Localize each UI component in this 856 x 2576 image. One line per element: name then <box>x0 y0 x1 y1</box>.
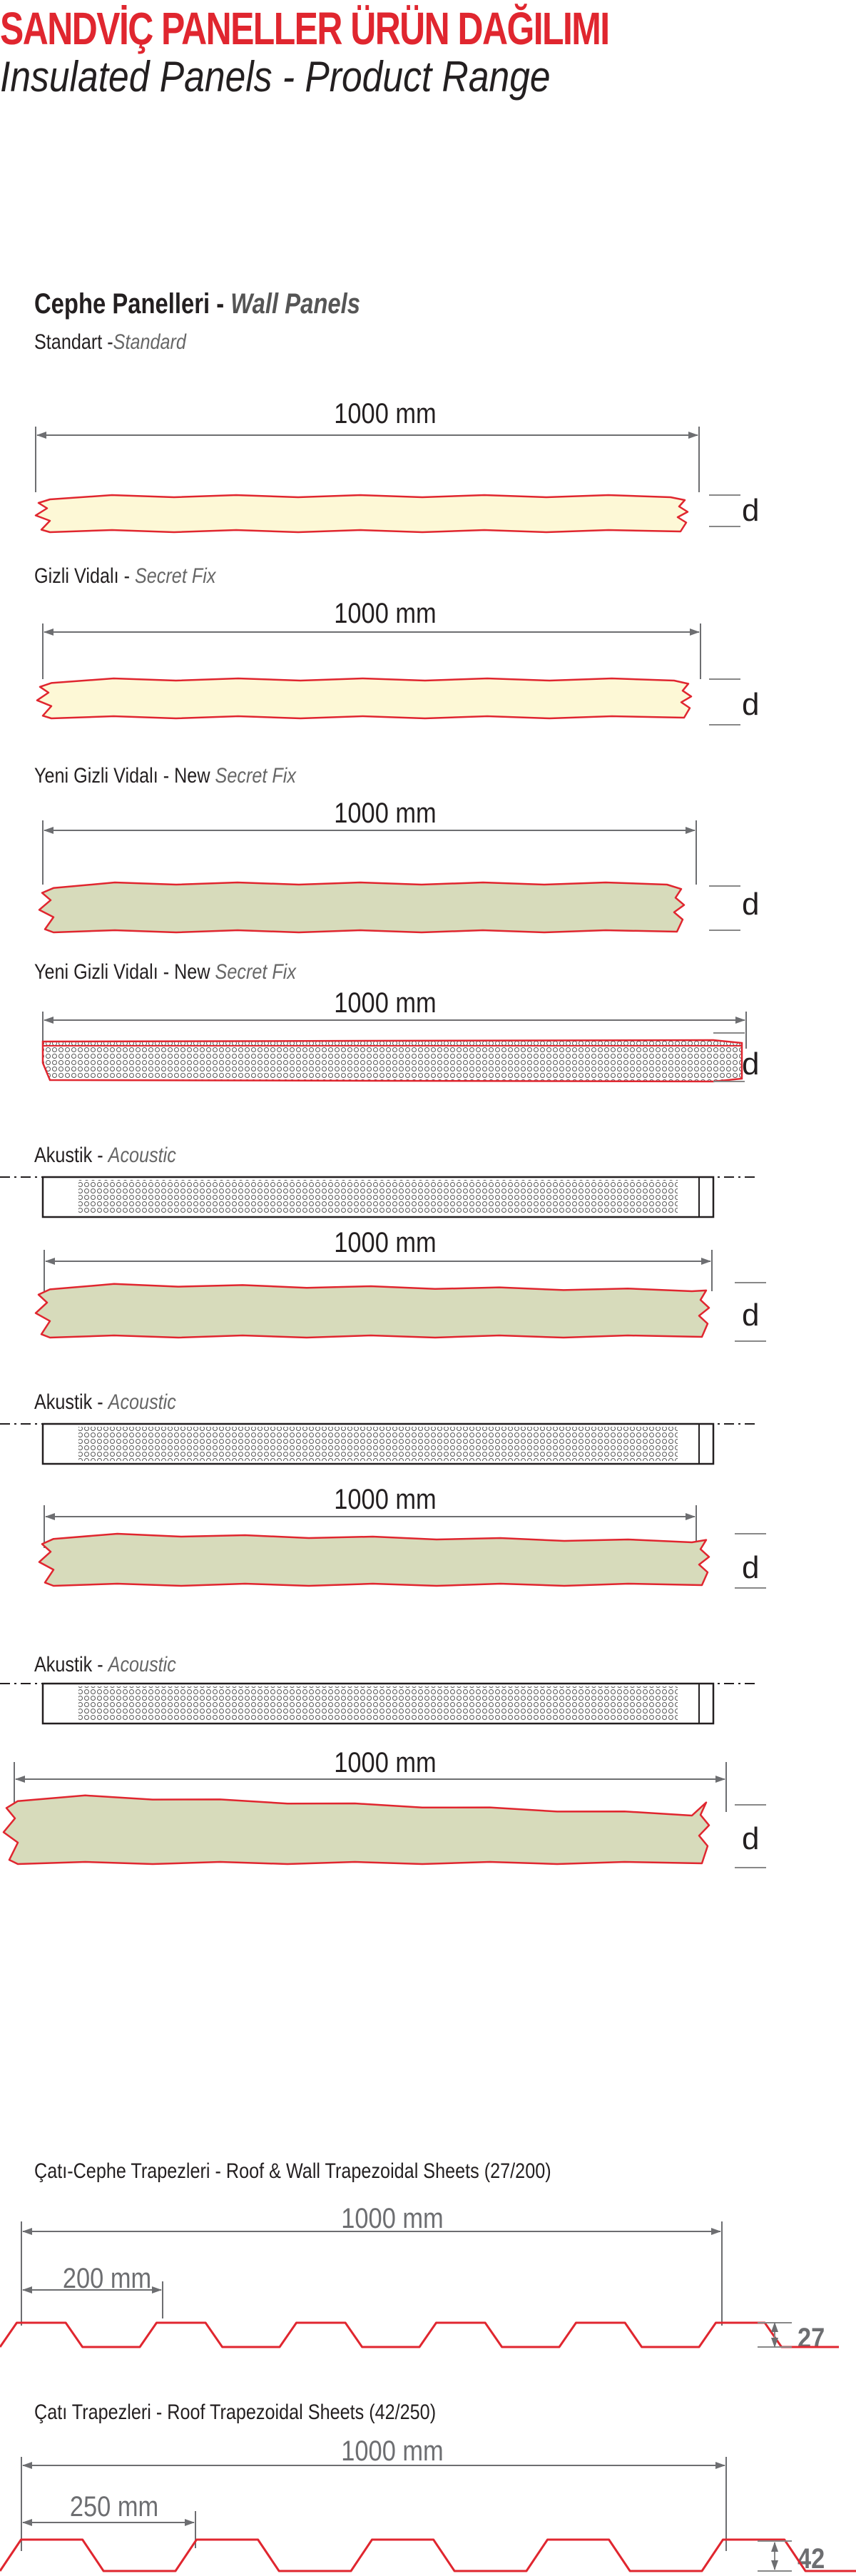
panel-5-profile <box>34 1283 710 1339</box>
panel-3-width: 1000 mm <box>334 798 437 829</box>
panel-1-width: 1000 mm <box>334 398 437 429</box>
trapezoid-1-height: 27 <box>798 2323 825 2354</box>
trapezoid-2-profile <box>0 2538 856 2572</box>
page-subtitle: Insulated Panels - Product Range <box>0 53 551 101</box>
panel-6-thickness: d <box>742 1550 760 1585</box>
wall-panels-heading-en: Wall Panels <box>230 288 360 320</box>
panel-7-profile <box>2 1794 710 1865</box>
acoustic-1-frame <box>41 1176 715 1218</box>
acoustic-2-frame <box>41 1422 715 1465</box>
trapezoid-2-label: Çatı Trapezleri - Roof Trapezoidal Sheet… <box>34 2401 437 2424</box>
panel-6-profile <box>38 1532 710 1587</box>
panel-label-new-secret-fix: Yeni Gizli Vidalı - New Secret Fix <box>34 764 296 788</box>
panel-7-width: 1000 mm <box>334 1747 437 1778</box>
panel-label-acoustic-2: Akustik - Acoustic <box>34 1390 176 1414</box>
panel-label-new-secret-fix-2: Yeni Gizli Vidalı - New Secret Fix <box>34 960 296 984</box>
panel-2-thickness: d <box>742 687 760 722</box>
panel-6-width: 1000 mm <box>334 1484 437 1515</box>
panel-label-secret-fix: Gizli Vidalı - Secret Fix <box>34 564 216 588</box>
panel-1-profile <box>34 494 689 534</box>
wall-panels-heading: Cephe Panelleri - Wall Panels <box>34 288 360 320</box>
panel-5-width: 1000 mm <box>334 1227 437 1258</box>
acoustic-3-perforation <box>78 1686 678 1721</box>
acoustic-3-frame <box>41 1682 715 1725</box>
panel-4-width: 1000 mm <box>334 987 437 1019</box>
panel-2-width: 1000 mm <box>334 598 437 629</box>
panel-3-thickness: d <box>742 887 760 922</box>
panel-label-acoustic-1: Akustik - Acoustic <box>34 1144 176 1167</box>
panel-label-standard: Standart -Standard <box>34 330 186 354</box>
panel-label-acoustic-3: Akustik - Acoustic <box>34 1653 176 1676</box>
trapezoid-2-width: 1000 mm <box>341 2435 444 2467</box>
trapezoid-1-label: Çatı-Cephe Trapezleri - Roof & Wall Trap… <box>34 2159 551 2183</box>
acoustic-2-perforation <box>78 1427 678 1461</box>
panel-4-thickness: d <box>742 1047 760 1081</box>
panel-7-thickness: d <box>742 1821 760 1856</box>
acoustic-1-perforation <box>78 1180 678 1214</box>
panel-3-profile <box>38 881 686 934</box>
wall-panels-heading-tr: Cephe Panelleri - <box>34 288 225 320</box>
panel-1-thickness: d <box>742 493 760 528</box>
panel-4-profile <box>41 1039 743 1083</box>
panel-2-profile <box>36 677 693 720</box>
page-title: SANDVİÇ PANELLER ÜRÜN DAĞILIMI <box>0 3 610 54</box>
trapezoid-2-pitch: 250 mm <box>69 2491 159 2522</box>
trapezoid-2-height: 42 <box>798 2543 825 2575</box>
panel-5-thickness: d <box>742 1298 760 1333</box>
trapezoid-1-profile <box>0 2321 839 2348</box>
